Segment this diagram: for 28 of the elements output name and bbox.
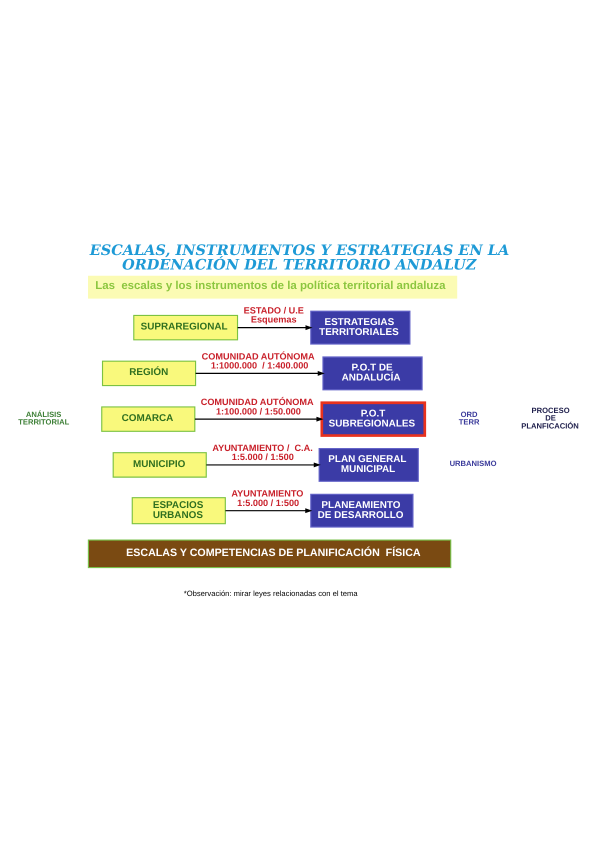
diagram-title: ESCALAS, INSTRUMENTOS Y ESTRATEGIAS EN LA ORDENACIÓN DEL TERRITORIO ANDALUZ: [90, 241, 510, 273]
label: URBANISMO: [450, 458, 497, 468]
arrow: [196, 370, 325, 376]
node-box: ESCALAS Y COMPETENCIAS DE PLANIFICACIÓN FÍSICA: [88, 538, 452, 568]
edge-label: ESTADO / U.E Esquemas: [244, 305, 304, 324]
node-box: REGIÓN: [102, 360, 196, 386]
edge-label: COMUNIDAD AUTÓNOMA 1:1000.000 / 1:400.000: [202, 350, 315, 370]
node-box: Las escalas y los instrumentos de la política territorial andaluza: [88, 275, 458, 298]
arrow: [206, 462, 321, 467]
label: *Observación: mirar leyes relacionadas con el tema: [184, 588, 358, 598]
label: PROCESO DE PLANFICACIÓN: [521, 406, 579, 430]
node-box: COMARCA: [101, 406, 196, 432]
node-box: MUNICIPIO: [112, 452, 207, 478]
label: ORD TERR: [458, 409, 480, 426]
node-box: P.O.T DE ANDALUCÍA: [322, 356, 423, 390]
node-box: SUPRAREGIONAL: [133, 314, 238, 340]
node-box: PLAN GENERAL MUNICIPAL: [318, 447, 419, 482]
arrow: [238, 324, 313, 330]
edge-label: AYUNTAMIENTO 1:5.000 / 1:500: [231, 488, 304, 508]
arrow: [225, 508, 312, 513]
node-box: PLANEAMIENTO DE DESARROLLO: [310, 493, 414, 528]
edge-label: COMUNIDAD AUTÓNOMA 1:100.000 / 1:50.000: [200, 396, 314, 416]
node-box: P.O.T SUBREGIONALES: [320, 400, 426, 436]
edge-label: AYUNTAMIENTO / C.A. 1:5.000 / 1:500: [212, 442, 313, 462]
arrow: [194, 416, 324, 422]
label: ANÁLISIS TERRITORIAL: [18, 409, 70, 426]
node-box: ESTRATEGIAS TERRITORIALES: [310, 310, 410, 344]
node-box: ESPACIOS URBANOS: [132, 496, 226, 524]
